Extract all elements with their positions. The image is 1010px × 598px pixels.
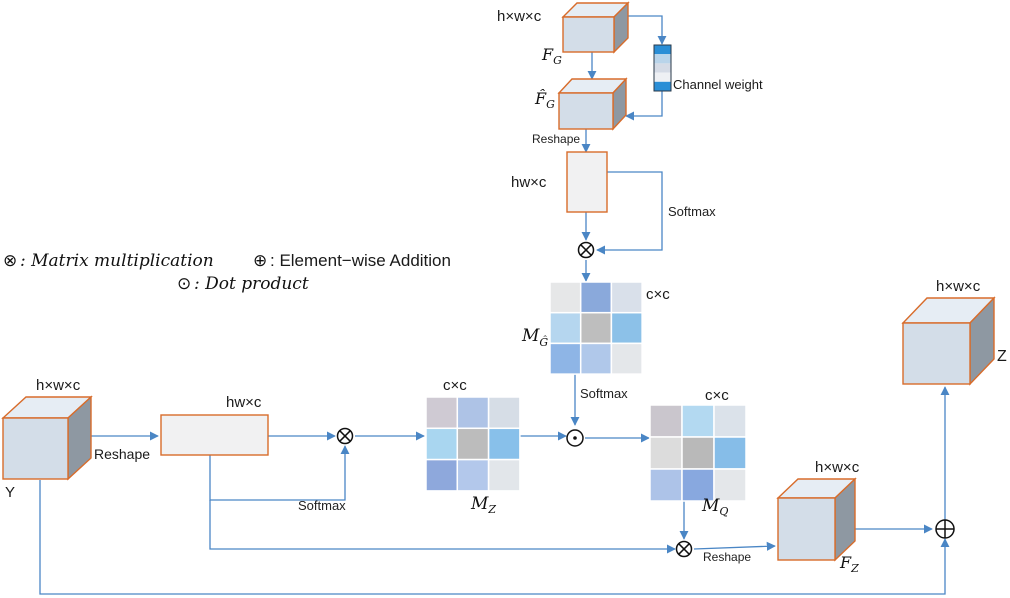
z-cube bbox=[901, 296, 996, 386]
channel-weight-cell bbox=[654, 54, 671, 64]
labels: h×w×c FG F̂G Channel weight Reshape hw×c… bbox=[5, 8, 1007, 575]
mq-matrix-cell bbox=[649, 404, 683, 438]
add-icon bbox=[935, 519, 955, 539]
arrow-softmax-top bbox=[596, 171, 663, 255]
fz-cube bbox=[776, 477, 857, 562]
y-label: Y bbox=[5, 484, 15, 501]
fg-hat-label: F̂G bbox=[534, 89, 555, 111]
dot-legend-text: : Dot product bbox=[194, 274, 309, 294]
y-cube bbox=[1, 395, 93, 481]
channel-weight-frame bbox=[653, 44, 672, 92]
mq-matrix-cell bbox=[681, 436, 715, 470]
reshape-bottom-label: Reshape bbox=[703, 550, 751, 564]
arrow-fg-to-channel-weight bbox=[628, 15, 667, 45]
add-legend-text: : Element−wise Addition bbox=[270, 251, 451, 270]
mq-matrix-cell bbox=[681, 404, 715, 438]
mq-dims-label: c×c bbox=[705, 387, 729, 404]
fz-dims-label: h×w×c bbox=[815, 459, 860, 476]
fg-cube bbox=[561, 1, 630, 54]
mz-matrix-cell bbox=[456, 427, 490, 461]
mz-matrix-cell bbox=[425, 458, 459, 492]
mq-matrix-cell bbox=[713, 436, 747, 470]
hwc-box-left bbox=[160, 414, 269, 456]
mg-matrix-cell bbox=[610, 342, 643, 375]
dot-symbol-icon: ⊙ bbox=[177, 274, 191, 293]
mg-label: MĜ bbox=[521, 326, 548, 349]
mz-matrix-cell bbox=[425, 396, 459, 430]
mz-matrix-cell bbox=[425, 427, 459, 461]
mg-matrix-cell bbox=[579, 311, 613, 345]
channel-weight-cell bbox=[654, 81, 671, 91]
arrow-y-residual bbox=[39, 480, 950, 595]
arrow-hwc-to-matmul-bottom bbox=[209, 500, 676, 554]
m-g-matrix bbox=[549, 281, 643, 375]
mq-label: MQ bbox=[701, 496, 728, 518]
softmax-top-label: Softmax bbox=[668, 204, 716, 219]
y-dims-label: h×w×c bbox=[36, 377, 81, 394]
operators bbox=[336, 241, 955, 558]
softmax-mid-label: Softmax bbox=[580, 386, 628, 401]
mg-matrix-cell bbox=[579, 281, 613, 314]
hwc-box-top bbox=[566, 151, 608, 213]
mz-label: MZ bbox=[470, 494, 496, 516]
fg-dims-label: h×w×c bbox=[497, 8, 542, 25]
mq-matrix-cell bbox=[649, 468, 683, 502]
z-dims-label: h×w×c bbox=[936, 278, 981, 295]
mg-matrix-cell bbox=[549, 342, 582, 375]
arrow-channel-weight-to-fg-hat bbox=[625, 91, 663, 121]
mz-matrix-cell bbox=[487, 458, 521, 492]
reshape-left-label: Reshape bbox=[94, 446, 150, 462]
mq-matrix-cell bbox=[713, 468, 747, 502]
mq-matrix-cell bbox=[649, 436, 683, 470]
mq-matrix-cell bbox=[681, 468, 715, 502]
mg-matrix-cell bbox=[610, 281, 643, 314]
reshape-top-label: Reshape bbox=[532, 132, 580, 146]
mg-matrix-cell bbox=[579, 342, 613, 375]
m-q-matrix bbox=[649, 404, 747, 502]
channel-weight-cell bbox=[654, 63, 671, 73]
channel-weight-cell bbox=[654, 72, 671, 82]
channel-weight-bar bbox=[654, 45, 671, 91]
softmax-left-label: Softmax bbox=[298, 498, 346, 513]
mz-dims-label: c×c bbox=[443, 377, 467, 394]
mq-matrix-cell bbox=[713, 404, 747, 438]
mg-matrix-cell bbox=[549, 281, 582, 314]
channel-weight-label: Channel weight bbox=[673, 77, 763, 92]
hwc-top-label: hw×c bbox=[511, 174, 547, 191]
fz-label: FZ bbox=[839, 553, 859, 575]
matmul-legend-text: : Matrix multiplication bbox=[20, 251, 214, 271]
fg-label: FG bbox=[541, 45, 562, 67]
mg-matrix-cell bbox=[549, 311, 582, 345]
arrow-reshape-to-fz bbox=[693, 541, 776, 551]
m-z-matrix bbox=[425, 396, 521, 492]
legend: ⊗ : Matrix multiplication ⊕ : Element−wi… bbox=[3, 251, 451, 294]
mz-matrix-cell bbox=[456, 396, 490, 430]
mz-matrix-cell bbox=[456, 458, 490, 492]
hwc-left-label: hw×c bbox=[226, 394, 262, 411]
mg-dims-label: c×c bbox=[646, 286, 670, 303]
connectors bbox=[39, 15, 950, 595]
mg-matrix-cell bbox=[610, 311, 643, 345]
add-symbol-icon: ⊕ bbox=[253, 251, 267, 270]
mz-matrix-cell bbox=[487, 396, 521, 430]
matmul-bottom-icon bbox=[675, 540, 693, 558]
matmul-top-icon bbox=[577, 241, 595, 259]
channel-weight-cell bbox=[654, 45, 671, 55]
matmul-left-icon bbox=[336, 427, 354, 445]
z-label: Z bbox=[997, 348, 1007, 365]
dot-product-icon bbox=[566, 429, 584, 447]
arrow-softmax-left bbox=[209, 445, 350, 501]
matmul-symbol-icon: ⊗ bbox=[3, 251, 17, 270]
mz-matrix-cell bbox=[487, 427, 521, 461]
fg-hat-cube bbox=[557, 77, 628, 131]
